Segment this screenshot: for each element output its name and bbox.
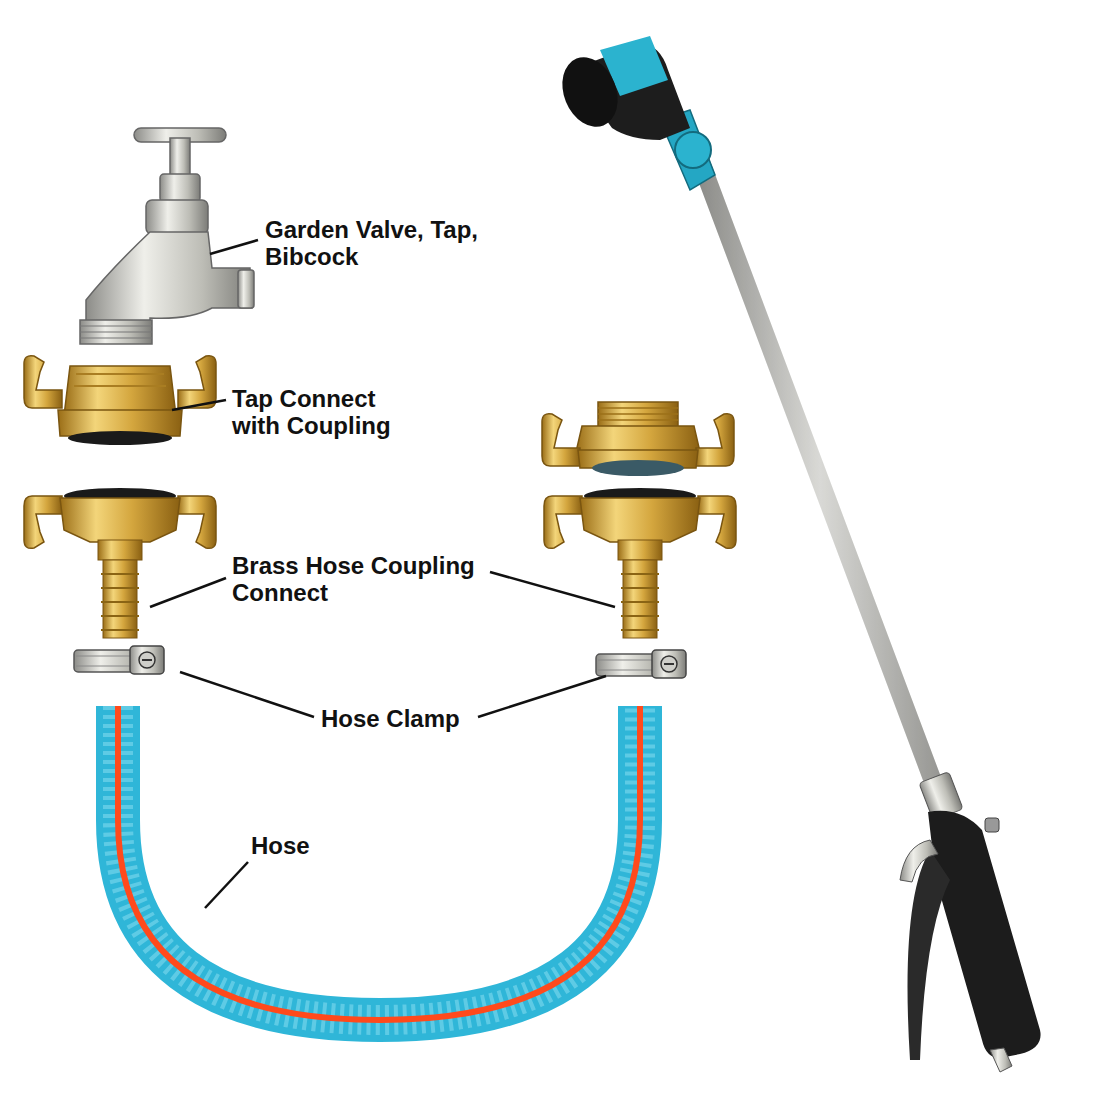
part-label: Garden Valve, Tap, Bibcock (265, 216, 505, 270)
part-label: Tap Connect with Coupling (232, 385, 402, 439)
tap-connector (24, 356, 216, 445)
hose-coupling (544, 488, 736, 638)
watering-wand (552, 36, 1040, 1072)
hose-clamp (596, 650, 686, 678)
leader-lines (150, 240, 615, 908)
hose-clamp (74, 646, 164, 674)
part-label: Hose Clamp (321, 705, 491, 732)
garden-tap (80, 128, 254, 344)
garden-hose (118, 706, 640, 1020)
part-label: Brass Hose Coupling Connect (232, 552, 500, 606)
male-connector (542, 402, 734, 476)
part-label: Hose (251, 832, 341, 859)
hose-coupling (24, 488, 216, 638)
